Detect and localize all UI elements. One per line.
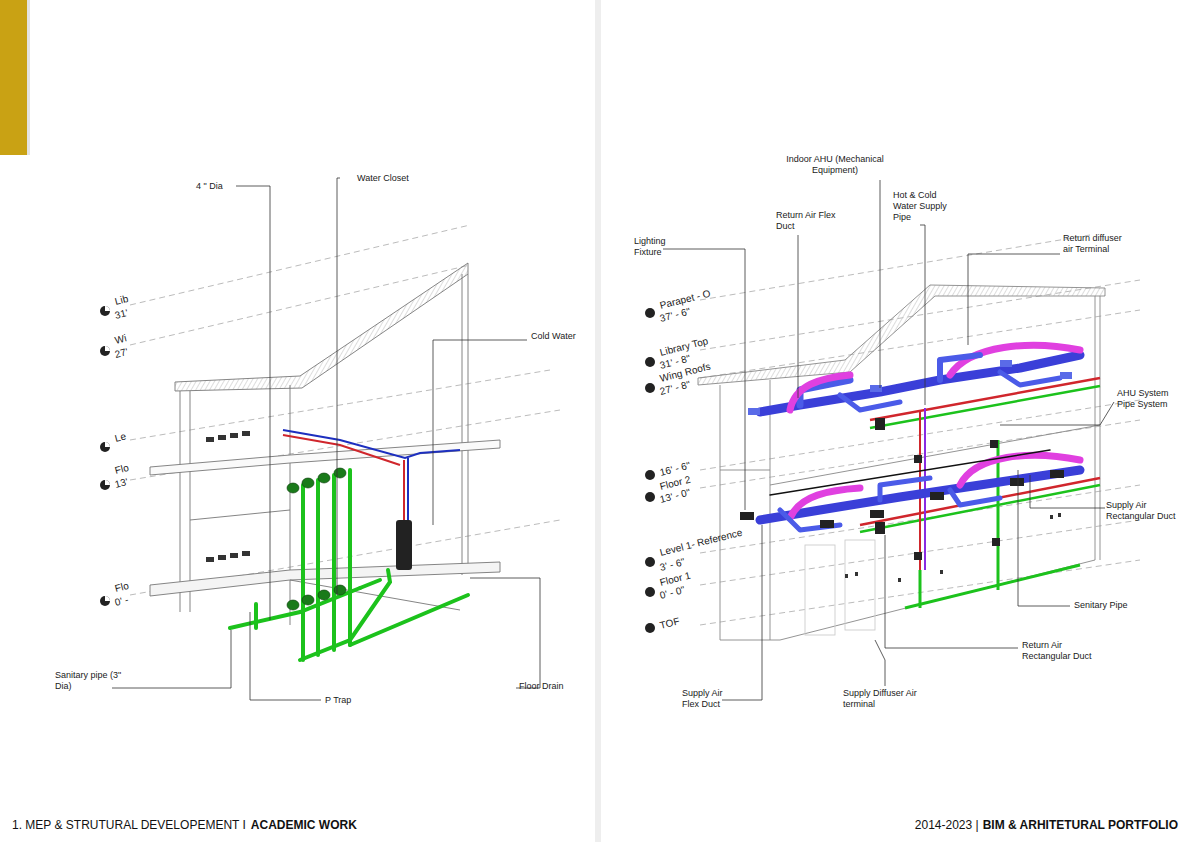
callout-label: Floor Drain bbox=[519, 681, 564, 692]
level-tag: Lib bbox=[114, 293, 130, 307]
callout-label: Water Closet bbox=[357, 173, 409, 184]
footer-text: 1. MEP & STRUTURAL DEVELOPEMENT I bbox=[12, 818, 246, 832]
level-tag: 31' bbox=[114, 307, 129, 321]
level-tag: 0' - bbox=[114, 594, 130, 608]
callout-label: Indoor AHU (Mechanical Equipment) bbox=[780, 154, 890, 176]
footer-text: 2014-2023 | bbox=[915, 818, 979, 832]
footer-text: BIM & ARHITETURAL PORTFOLIO bbox=[983, 818, 1178, 832]
level-tag: 13' bbox=[114, 476, 129, 490]
callout-label: Return diffuser air Terminal bbox=[1063, 233, 1133, 255]
callout-label: Hot & Cold Water Supply Pipe bbox=[893, 190, 955, 223]
callout-label: AHU System Pipe System bbox=[1117, 388, 1183, 410]
callout-label: Sanitary pipe (3" Dia) bbox=[55, 670, 125, 692]
callout-label: Supply Air Rectangular Duct bbox=[1106, 500, 1186, 522]
callout-label: Lighting Fixture bbox=[634, 236, 694, 258]
callout-label: P Trap bbox=[325, 695, 351, 706]
callout-label: Supply Air Flex Duct bbox=[682, 688, 742, 710]
callout-label: Senitary Pipe bbox=[1074, 600, 1128, 611]
callout-label: 4 " Dia bbox=[196, 181, 223, 192]
level-tag: 27' bbox=[114, 346, 129, 360]
level-tag: Flo bbox=[114, 462, 130, 476]
callout-label: Cold Water bbox=[531, 331, 576, 342]
level-tag: TOF bbox=[659, 615, 681, 630]
level-tag: Level 1- Reference bbox=[659, 527, 744, 558]
footer-text: ACADEMIC WORK bbox=[251, 818, 357, 832]
level-tag: Flo bbox=[114, 580, 130, 594]
callout-label: Supply Diffuser Air terminal bbox=[843, 688, 933, 710]
level-tag: Le bbox=[114, 430, 127, 443]
callout-label: Return Air Flex Duct bbox=[776, 210, 838, 232]
callout-label: Return Air Rectangular Duct bbox=[1022, 640, 1102, 662]
level-tag: Wi bbox=[114, 332, 128, 345]
